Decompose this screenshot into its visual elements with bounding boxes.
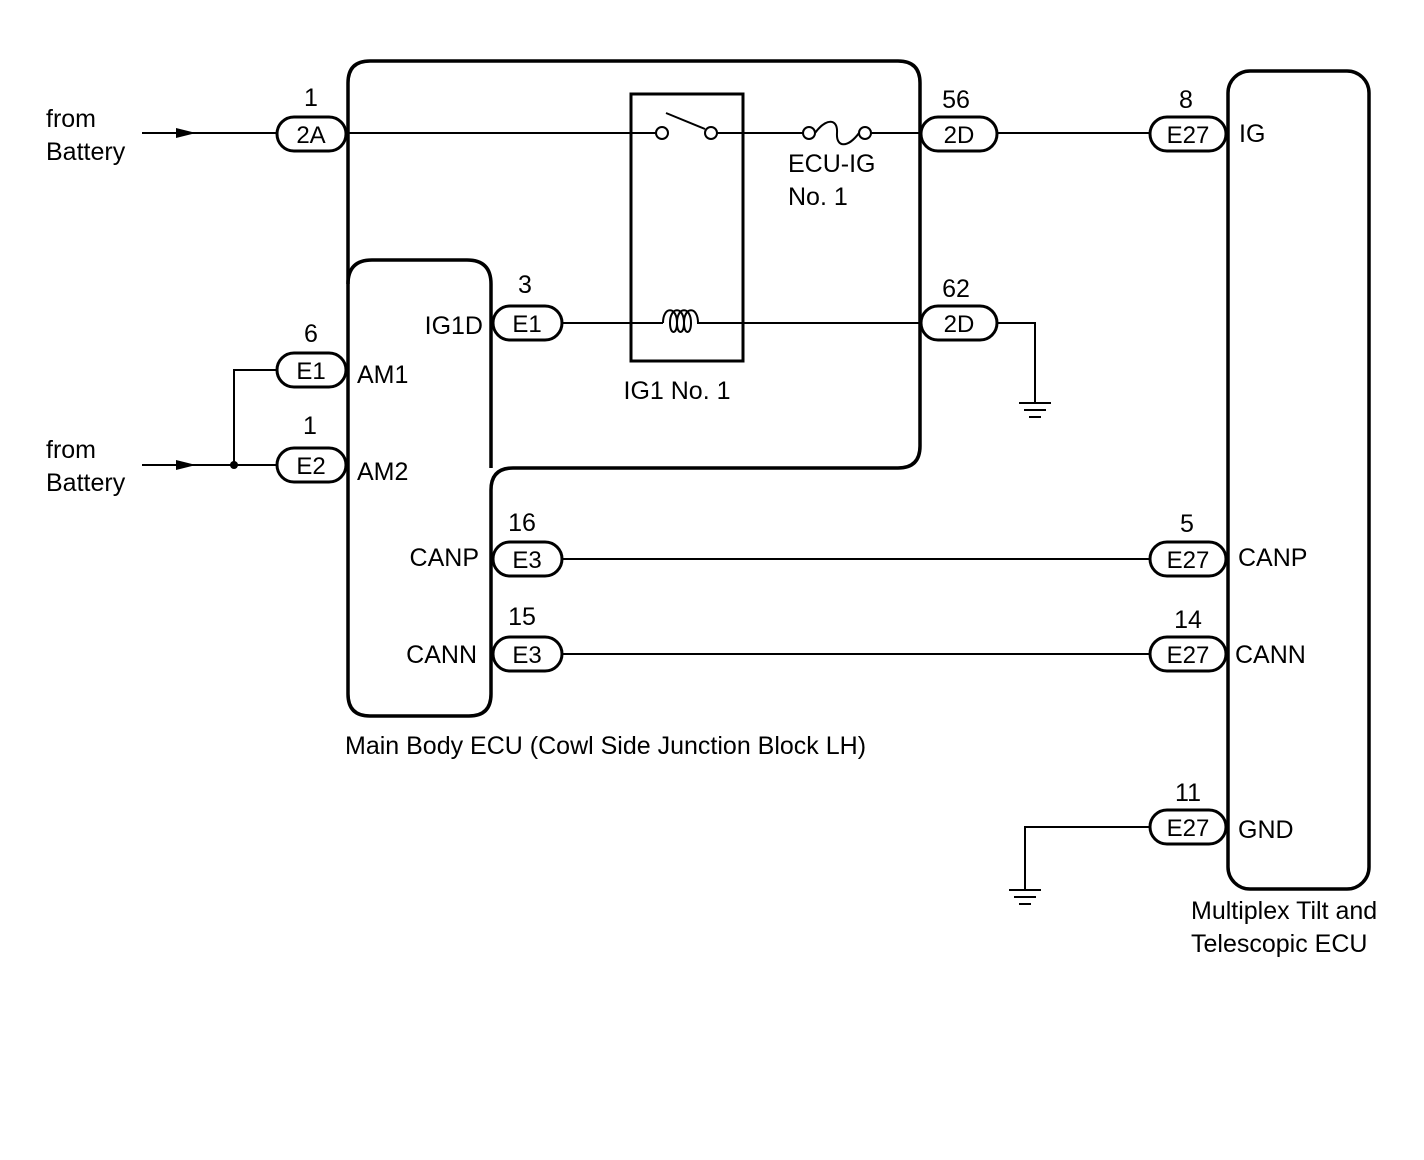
- splice-point: [230, 461, 238, 469]
- connector-e2-1: E2 1: [275, 412, 348, 484]
- pin-number: 5: [1180, 510, 1194, 538]
- relay-switch-icon: [655, 112, 718, 140]
- connector-e3-15: E3 15: [491, 603, 564, 673]
- connector-code: 2D: [944, 122, 975, 149]
- connector-code: 2A: [296, 122, 325, 149]
- pin-number: 1: [303, 412, 317, 440]
- pin-number: 16: [508, 509, 536, 537]
- multiplex-ecu-outline: [1226, 69, 1371, 891]
- pin-number: 14: [1174, 606, 1202, 634]
- relay-coil-icon: [662, 309, 710, 333]
- connector-e27-5: E27 5: [1148, 510, 1228, 578]
- battery-label-line2: Battery: [46, 138, 126, 166]
- connector-2a: 2A 1: [275, 84, 348, 153]
- connector-code: E1: [296, 358, 325, 385]
- connector-code: E27: [1167, 642, 1210, 669]
- ig1-relay-outline: [629, 92, 745, 363]
- connector-e27-14: E27 14: [1148, 606, 1228, 673]
- connector-e27-8: E27 8: [1148, 86, 1228, 153]
- connector-e1-6: E1 6: [275, 320, 348, 389]
- battery-label-line1: from: [46, 105, 96, 133]
- connector-e3-16: E3 16: [491, 509, 564, 578]
- pin-number: 8: [1179, 86, 1193, 114]
- terminal-ig: IG: [1239, 120, 1265, 148]
- fuse-label-line1: ECU-IG: [788, 150, 876, 178]
- ground-icon: [1009, 889, 1041, 905]
- connector-code: E2: [296, 453, 325, 480]
- pin-number: 56: [942, 86, 970, 114]
- connector-code: E1: [512, 311, 541, 338]
- terminal-gnd: GND: [1238, 816, 1294, 844]
- pin-number: 1: [304, 84, 318, 112]
- pin-number: 3: [518, 271, 532, 299]
- connector-code: 2D: [944, 311, 975, 338]
- connector-code: E27: [1167, 815, 1210, 842]
- connector-e27-11: E27 11: [1148, 779, 1228, 846]
- connector-code: E3: [512, 547, 541, 574]
- connector-code: E3: [512, 642, 541, 669]
- terminal-canp-main: CANP: [410, 544, 479, 572]
- wire-ecu-ground: [1024, 826, 1150, 890]
- terminal-am1: AM1: [357, 361, 408, 389]
- terminal-cann-main: CANN: [406, 641, 477, 669]
- pin-number: 11: [1175, 779, 1201, 807]
- pin-number: 62: [942, 275, 970, 303]
- fuse-label-line2: No. 1: [788, 183, 848, 211]
- pin-number: 6: [304, 320, 318, 348]
- pin-number: 15: [508, 603, 536, 631]
- wire-coil-ground: [997, 322, 1036, 403]
- terminal-canp-mux: CANP: [1238, 544, 1307, 572]
- connector-2d-62: 2D 62: [919, 275, 999, 342]
- connector-e1-3: E1 3: [491, 271, 564, 342]
- relay-label: IG1 No. 1: [624, 377, 731, 405]
- fuse-icon: [802, 120, 872, 146]
- terminal-cann-mux: CANN: [1235, 641, 1306, 669]
- wire-splice-am1: [233, 369, 277, 465]
- connector-code: E27: [1167, 547, 1210, 574]
- battery-label-line1: from: [46, 436, 96, 464]
- connector-2d-56: 2D 56: [919, 86, 999, 153]
- terminal-am2: AM2: [357, 458, 408, 486]
- terminal-ig1d: IG1D: [425, 312, 483, 340]
- battery-label-line2: Battery: [46, 469, 126, 497]
- arrow-icon: [176, 460, 196, 470]
- multiplex-ecu-label-line1: Multiplex Tilt and: [1191, 897, 1377, 925]
- ground-icon: [1019, 402, 1051, 418]
- arrow-icon: [176, 128, 196, 138]
- multiplex-ecu-label-line2: Telescopic ECU: [1191, 930, 1367, 958]
- main-body-ecu-outline: [346, 59, 922, 718]
- main-body-ecu-inner-edge: [346, 258, 493, 468]
- main-body-ecu-label: Main Body ECU (Cowl Side Junction Block …: [345, 732, 866, 760]
- wires: [142, 132, 1150, 890]
- connector-code: E27: [1167, 122, 1210, 149]
